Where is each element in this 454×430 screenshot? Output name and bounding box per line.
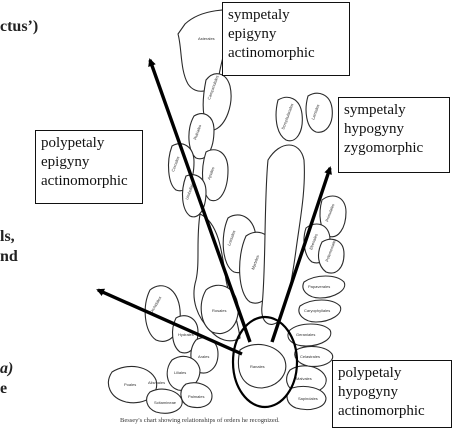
- box-bottom: polypetaly hypogyny actinomorphic: [332, 360, 452, 428]
- box-top: sympetaly epigyny actinomorphic: [222, 2, 350, 76]
- stem-right: [262, 145, 305, 324]
- label-asterales: Asterales: [198, 36, 215, 41]
- box-top-line-2: epigyny: [228, 25, 344, 44]
- box-left-line-1: polypetaly: [41, 134, 137, 153]
- fragment-bottom-left-1-italic: a): [0, 360, 13, 377]
- label-alismales: Alismales: [148, 380, 165, 385]
- fragment-bottom-left-2: e: [0, 380, 7, 398]
- box-top-line-1: sympetaly: [228, 6, 344, 25]
- fragment-mid-left-2: nd: [0, 248, 18, 266]
- box-right-line-1: sympetaly: [344, 101, 444, 120]
- label-rosales: Rosales: [212, 308, 226, 313]
- box-left-line-3: actinomorphic: [41, 172, 137, 191]
- box-left-line-2: epigyny: [41, 153, 137, 172]
- label-liliales: Liliales: [174, 370, 186, 375]
- fragment-bottom-left-1: a): [0, 360, 13, 378]
- box-right-line-3: zygomorphic: [344, 139, 444, 158]
- fragment-top-left: ctus’): [0, 18, 38, 36]
- label-geraniales: Geraniales: [296, 332, 315, 337]
- label-palmales: Palmales: [188, 394, 204, 399]
- lobe-lamiales: [306, 93, 332, 132]
- label-celastrales: Celastrales: [300, 354, 320, 359]
- fragment-mid-left-1: ls,: [0, 228, 15, 246]
- label-arales: Arales: [198, 354, 209, 359]
- box-right: sympetaly hypogyny zygomorphic: [338, 97, 450, 173]
- box-bottom-line-1: polypetaly: [338, 364, 446, 383]
- label-malvales: Malvales: [296, 376, 312, 381]
- label-caryophyllales: Caryophyllales: [304, 308, 330, 313]
- diagram-caption: Bessey's chart showing relationships of …: [120, 417, 280, 424]
- box-top-line-3: actinomorphic: [228, 44, 344, 63]
- label-scitamineae: Scitamineae: [154, 400, 177, 405]
- box-bottom-line-2: hypogyny: [338, 383, 446, 402]
- label-ranales: Ranales: [250, 364, 265, 369]
- box-left: polypetaly epigyny actinomorphic: [35, 130, 143, 204]
- label-papaverales: Papaverales: [308, 284, 330, 289]
- box-bottom-line-3: actinomorphic: [338, 402, 446, 421]
- box-right-line-2: hypogyny: [344, 120, 444, 139]
- label-sapindales: Sapindales: [298, 396, 318, 401]
- label-poales: Poales: [124, 382, 136, 387]
